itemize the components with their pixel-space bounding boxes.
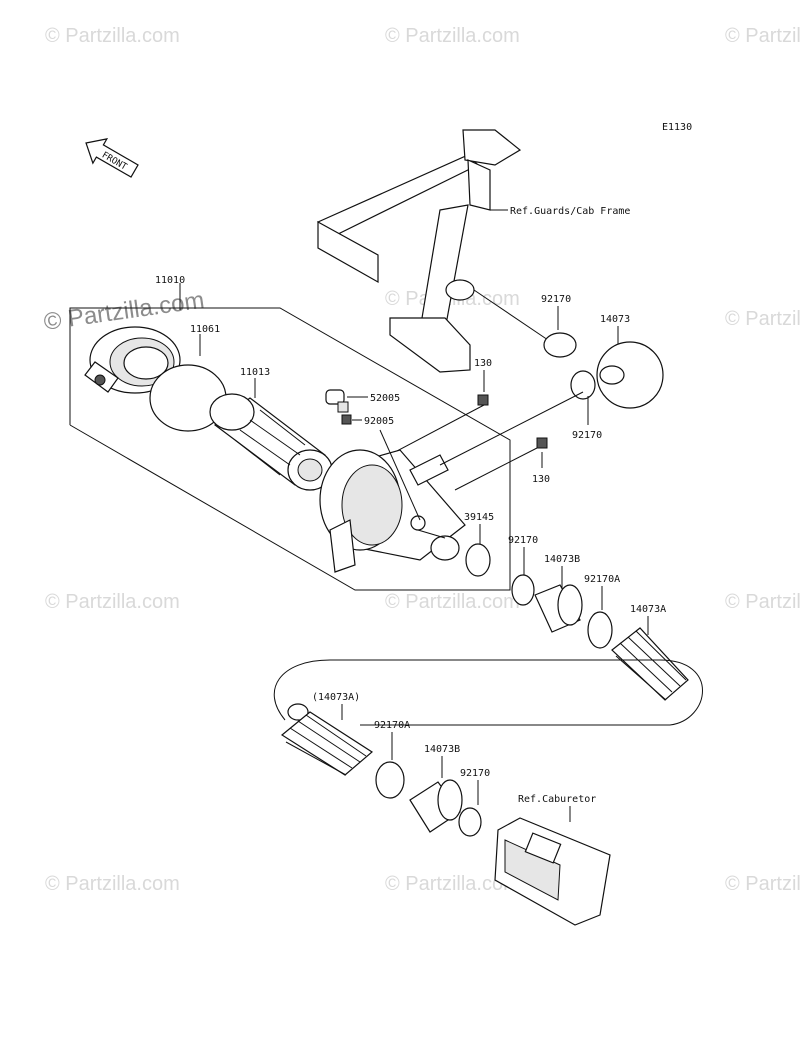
hose-clamp-mid xyxy=(511,574,535,606)
bellows-lower xyxy=(280,703,374,776)
air-cleaner-housing xyxy=(319,449,466,573)
label-92005: 92005 xyxy=(364,416,394,427)
hose-clamp-right xyxy=(570,370,596,400)
duct-14073B-lower xyxy=(409,779,463,833)
watermark: © Partzilla.com xyxy=(725,591,800,613)
front-arrow-icon: FRONT xyxy=(85,138,139,178)
assembly-outline xyxy=(69,307,511,591)
hose-clamp-92170A-lower xyxy=(375,761,405,799)
bolt-right xyxy=(536,437,548,449)
label-92170A-lower: 92170A xyxy=(374,720,410,731)
rubber-boot-sphere xyxy=(596,341,664,409)
duct-14073B xyxy=(534,584,583,633)
ref-guards-label: Ref.Guards/Cab Frame xyxy=(510,206,630,217)
small-fitting xyxy=(341,414,352,425)
label-92170-top: 92170 xyxy=(541,294,571,305)
bellows-upper xyxy=(611,627,689,701)
label-14073A: 14073A xyxy=(630,604,666,615)
carburetor-reference xyxy=(494,817,611,926)
label-130-upper: 130 xyxy=(474,358,492,369)
watermark: © Partzilla.com xyxy=(725,873,800,895)
air-filter-element xyxy=(209,393,333,491)
watermark: © Partzilla.com xyxy=(45,25,180,47)
label-92170-mid: 92170 xyxy=(508,535,538,546)
label-14073B-lower: 14073B xyxy=(424,744,460,755)
hose-clamp-lower xyxy=(458,807,482,837)
watermark: © Partzilla.com xyxy=(385,25,520,47)
connection-loop xyxy=(273,659,703,726)
watermark: © Partzilla.com xyxy=(725,308,800,330)
watermark: © Partzilla.com xyxy=(725,25,800,47)
band-39145 xyxy=(465,543,491,577)
label-92170-lower: 92170 xyxy=(460,768,490,779)
label-92170-right: 92170 xyxy=(572,430,602,441)
label-52005: 52005 xyxy=(370,393,400,404)
ref-carb-label: Ref.Caburetor xyxy=(518,794,596,805)
label-11061: 11061 xyxy=(190,324,220,335)
label-39145: 39145 xyxy=(464,512,494,523)
air-cleaner-cover xyxy=(84,326,181,394)
diagram-code: E1130 xyxy=(662,122,692,133)
watermark: © Partzilla.com xyxy=(45,591,180,613)
label-11010: 11010 xyxy=(155,275,185,286)
bolt-upper xyxy=(477,394,489,406)
cab-frame xyxy=(317,129,549,373)
label-14073: 14073 xyxy=(600,314,630,325)
label-14073B: 14073B xyxy=(544,554,580,565)
hose-clamp-92170A xyxy=(587,611,613,649)
label-92170A: 92170A xyxy=(584,574,620,585)
drain-plug xyxy=(325,389,349,413)
watermark-layer: © Partzilla.com © Partzilla.com © Partzi… xyxy=(42,25,800,895)
label-130-right: 130 xyxy=(532,474,550,485)
watermark: © Partzilla.com xyxy=(45,873,180,895)
label-14073A-paren: (14073A) xyxy=(312,692,360,703)
hose-clamp-upper xyxy=(543,332,577,358)
label-11013: 11013 xyxy=(240,367,270,378)
watermark: © Partzilla.com xyxy=(385,873,520,895)
watermark: © Partzilla.com xyxy=(385,591,520,613)
